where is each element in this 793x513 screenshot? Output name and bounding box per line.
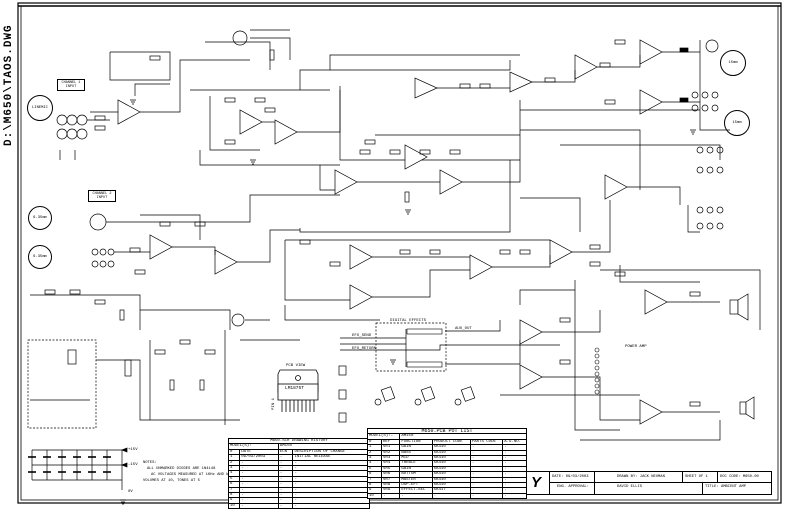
sheet-label: SHEET [685,475,697,479]
doc-label: DOC CODE: [720,475,741,479]
pot-cell-ref: . [381,492,401,500]
eq-stage [319,90,521,203]
channel2-label: CHANNEL 2 INPUT [88,190,116,202]
history-cell-desc: - [292,502,370,510]
pot-row: 10..... [366,492,527,500]
pot-col: PARTS CODE [469,438,504,446]
channel1-label: CHANNEL 1 INPUT [57,79,85,91]
pot-cell-func: . [399,492,433,500]
date-value: 09/03/2003 [565,475,589,479]
notes-line: ALL UNMARKED DIODES ARE 1N4148 [147,467,216,471]
power-amp-label: POWER AMP [625,345,647,349]
title-value: AMBIENT AMP [720,485,747,489]
pcb-view-label: PCB VIEW [286,364,306,368]
drawn-label: DRAWN BY: [617,475,638,479]
date-label: DATE: [552,475,564,479]
jack-ring-1: 6.35mm [28,206,52,230]
jack-ring-4: 15mm [724,110,750,136]
component-outlines [338,365,476,423]
doc-value: M650-00 [742,475,759,479]
input-jack-1 [56,114,110,160]
channel2-preamp [89,194,340,275]
title-block: Y DATE: 09/03/2003 DRAWN BY: JACK NEUMAN… [526,471,772,495]
aux-out-label: AUX_OUT [455,327,472,331]
history-row: 10--- [227,502,370,510]
history-cell-date: 09/03/2003 [239,454,279,461]
pot-cell-func: EFFECT-SEL [399,487,433,494]
efx-return-label: EFX_RETURN [352,347,377,351]
left-lower-section [27,289,300,429]
pot-cell-code: . [431,492,471,500]
eng-approval-value: DAVID ELLIS [617,485,643,489]
top-right-stage [414,39,730,205]
pot-col: A.G.NO. [502,438,527,446]
jack-ring-3: 15mm [720,50,746,76]
drawn-value: JACK NEUMAN [639,475,665,479]
notes-line: VOLUMES AT 10, TONES AT 5 [143,479,200,483]
rail-neg-label: -15V [128,463,138,467]
pot-cell-ag: . [502,492,527,500]
decoupling-capacitor-grid [28,447,128,490]
history-cell-date: - [239,502,279,510]
rail-pos-label: +15V [128,448,138,452]
ic-pin-label: PIN 1 [272,397,277,411]
eng-approval-label: ENG. APPROVAL: [557,485,589,489]
drawing-history-table: M650.SCH DRAWING HISTORY MODEL(S):AM150 … [227,437,371,510]
channel1-preamp [90,29,520,166]
jack-ring-linemic: LINEMIC [27,95,53,121]
pot-cell-n: 10 [366,492,383,500]
pot-col: FUNCTION [399,438,433,446]
sheet-value: 1 [705,475,708,479]
history-cell-n: 10 [227,502,241,510]
ic-part-label: LM1875T [285,386,304,391]
lm1875-package [277,369,319,412]
notes-heading: NOTES: [143,461,157,465]
pot-title: M650.PCB POT LIST [367,427,527,435]
title-label: TITLE: [705,485,719,489]
digital-effects-label: DIGITAL EFFECTS [390,319,427,323]
digital-effects-box [375,322,447,372]
pot-cell-parts: . [469,492,504,500]
pot-model-label: MODEL(S):- [366,433,401,440]
pot-list-table: M650.PCB POT LIST MODEL(S):-AM150 # REF … [366,427,527,500]
right-jacks [687,91,724,233]
rail-gnd-label: 0V [128,490,133,494]
pot-cell-func: DSP-EFT [399,482,433,489]
power-amp-section [499,265,761,460]
company-logo: Y [531,474,542,491]
history-cell-ecn: - [277,502,294,510]
of-label: OF [698,475,704,479]
mixing-stage [284,160,611,321]
jack-ring-2: 6.35mm [28,245,52,269]
ground-symbols [120,99,696,505]
pin-header [594,347,600,395]
efx-send-label: EFX_SEND [352,334,372,338]
outer-border [17,2,782,504]
